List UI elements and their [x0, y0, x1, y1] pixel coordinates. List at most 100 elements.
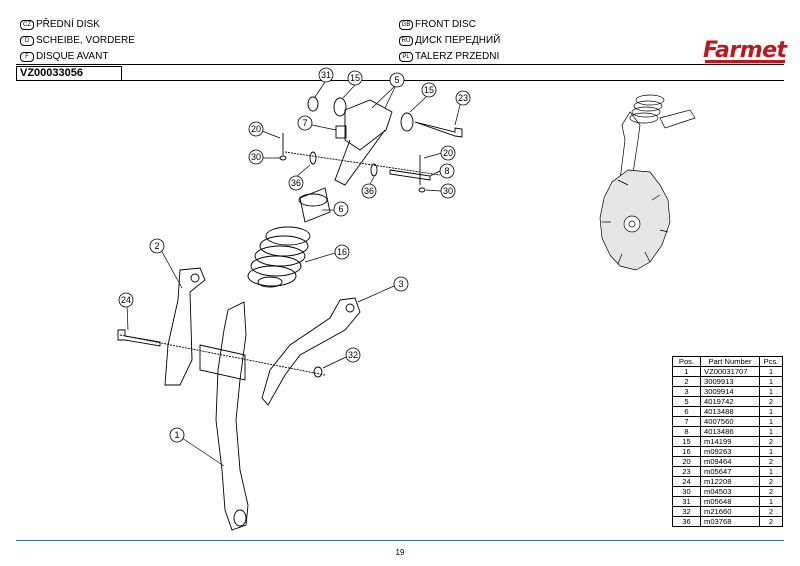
sleeve-7	[335, 125, 347, 139]
callout-1: 1	[174, 430, 179, 440]
callout-8: 8	[444, 166, 449, 176]
title-f-text: DISQUE AVANT	[36, 51, 109, 62]
bushing-15-right	[400, 112, 414, 132]
cell-pos: 6	[672, 406, 701, 417]
cell-part-number: m09464	[700, 456, 760, 467]
parts-table-header: Pos. Part Number Pcs.	[672, 356, 783, 367]
cell-pcs: 2	[759, 486, 783, 497]
cell-pos: 15	[672, 436, 701, 447]
arm-3-hole	[345, 303, 355, 313]
spacer-36-left	[309, 151, 317, 165]
header-rule	[16, 64, 784, 65]
thumbnail-hub	[623, 215, 641, 233]
callout-36b: 36	[364, 186, 374, 196]
title-d-text: SCHEIBE, VORDERE	[36, 35, 135, 46]
bracket-5-arm	[334, 129, 386, 186]
header-rule-lower	[118, 80, 784, 81]
cell-part-number: m05648	[700, 496, 760, 507]
cell-part-number: 4007560	[700, 416, 760, 427]
bolt-24	[117, 329, 161, 347]
cell-pcs: 2	[759, 456, 783, 467]
flag-f-icon: F	[20, 52, 34, 62]
cell-part-number: m04503	[700, 486, 760, 497]
callout-labels: 31 15 5 15 23 7 20 30 20 8 30 36 36 6 16…	[121, 70, 468, 440]
cell-pcs: 1	[759, 466, 783, 477]
cell-part-number: m14199	[700, 436, 760, 447]
callout-3: 3	[398, 279, 403, 289]
callout-7: 7	[302, 118, 307, 128]
leader-lines	[126, 81, 461, 467]
cell-pcs: 2	[759, 396, 783, 407]
cell-part-number: m21660	[700, 506, 760, 517]
spacer-36-right	[370, 163, 378, 177]
flag-pl-icon: PL	[399, 52, 413, 62]
callout-circles	[118, 67, 471, 443]
logo-underline	[705, 60, 785, 63]
axle-line-top	[284, 151, 441, 176]
spring-16	[247, 226, 311, 288]
header-pcs: Pcs.	[759, 356, 783, 367]
cell-part-number: 3009913	[700, 376, 760, 387]
thumbnail-arm	[659, 109, 696, 129]
flag-ru-icon: RU	[399, 36, 413, 46]
cell-pos: 8	[672, 426, 701, 437]
cell-pos: 31	[672, 496, 701, 507]
cell-pcs: 1	[759, 376, 783, 387]
title-cz-text: PŘEDNÍ DISK	[36, 19, 100, 30]
cell-pcs: 2	[759, 436, 783, 447]
thumbnail-hub-center	[628, 220, 636, 228]
callout-30a: 30	[251, 152, 261, 162]
cell-pos: 30	[672, 486, 701, 497]
axle-line-bottom	[119, 334, 326, 376]
page-number: 19	[395, 548, 405, 557]
bracket-5	[344, 99, 393, 151]
flag-cz-icon: CZ	[20, 20, 34, 30]
arm-2-hole	[190, 273, 200, 283]
thumbnail-spring	[629, 94, 665, 124]
cell-pos: 3	[672, 386, 701, 397]
cell-pcs: 1	[759, 386, 783, 397]
spring-seat-6-top	[298, 193, 328, 207]
cell-pcs: 1	[759, 366, 783, 377]
cell-pcs: 1	[759, 426, 783, 437]
cell-pos: 7	[672, 416, 701, 427]
callout-32: 32	[348, 350, 358, 360]
cell-pos: 2	[672, 376, 701, 387]
callout-24: 24	[121, 295, 131, 305]
title-gb-text: FRONT DISC	[415, 19, 476, 30]
arm-1-bracket	[199, 344, 246, 381]
arm-2	[164, 267, 206, 386]
cell-pcs: 1	[759, 446, 783, 457]
flag-d-icon: D	[20, 36, 34, 46]
cell-pcs: 1	[759, 416, 783, 427]
cell-pos: 32	[672, 506, 701, 517]
washer-30-left	[279, 155, 287, 161]
cell-part-number: m12208	[700, 476, 760, 487]
bushing-15-left	[333, 97, 347, 117]
cell-pcs: 1	[759, 406, 783, 417]
cell-part-number: m09263	[700, 446, 760, 457]
thumbnail-disc-notches	[602, 179, 669, 265]
spring-seat-6	[299, 187, 331, 223]
arm-3	[261, 297, 361, 406]
cell-pos: 36	[672, 516, 701, 527]
cell-pos: 5	[672, 396, 701, 407]
callout-15b: 15	[424, 85, 434, 95]
title-ru-text: ДИСК ПЕРЕДНИЙ	[415, 35, 501, 46]
